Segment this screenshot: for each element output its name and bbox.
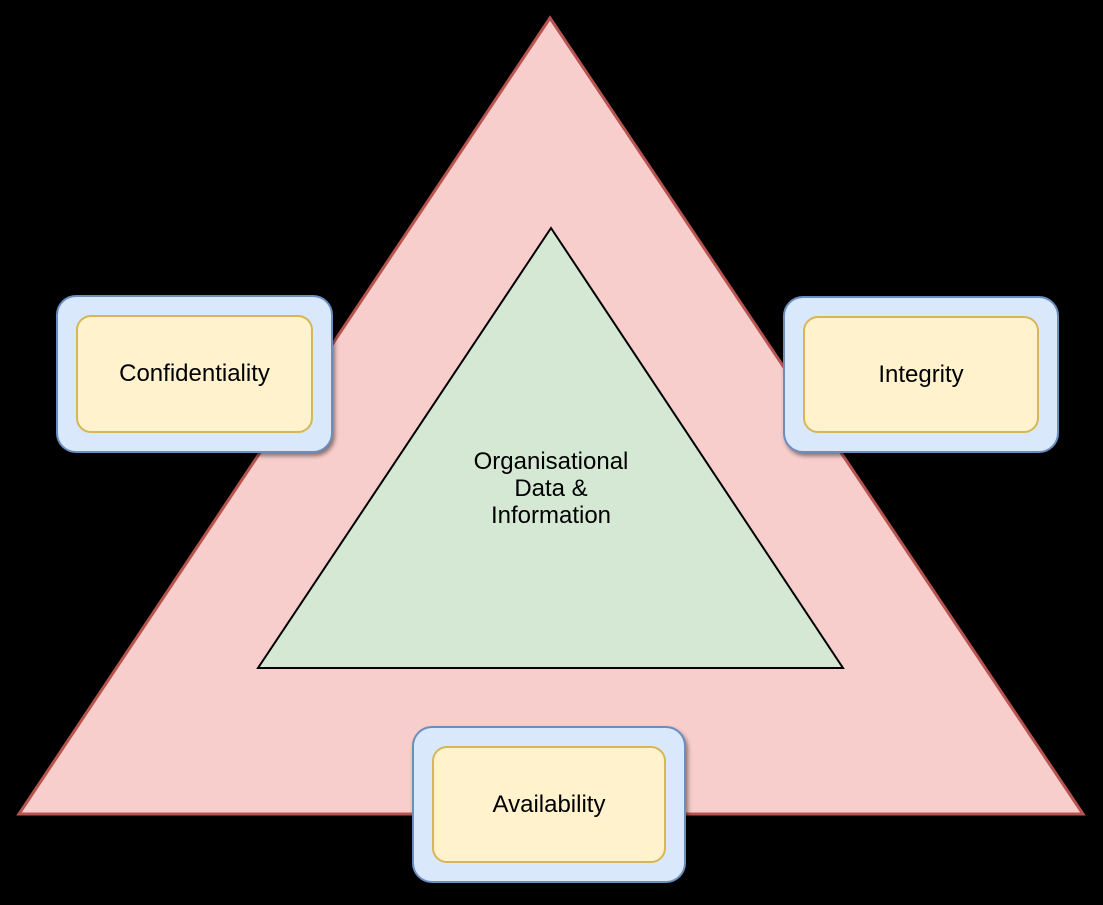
inner-triangle-label: Organisational Data & Information <box>473 448 629 529</box>
node-confidentiality-label: Confidentiality <box>119 360 270 387</box>
node-integrity-inner: Integrity <box>803 316 1039 433</box>
node-availability: Availability <box>412 726 686 883</box>
node-confidentiality-inner: Confidentiality <box>76 315 313 433</box>
node-integrity-label: Integrity <box>878 360 964 388</box>
inner-triangle <box>256 226 845 669</box>
node-availability-inner: Availability <box>432 746 666 863</box>
node-availability-label: Availability <box>492 790 606 818</box>
node-integrity: Integrity <box>783 296 1059 453</box>
node-confidentiality: Confidentiality <box>56 295 333 453</box>
